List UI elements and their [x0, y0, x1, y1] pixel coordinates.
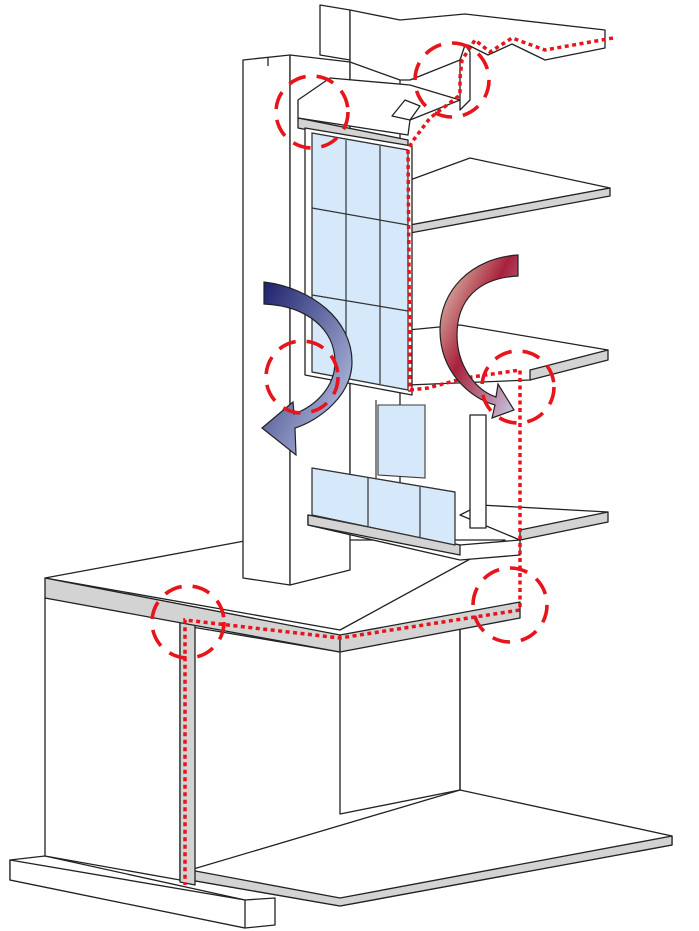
terrace-slab [44, 539, 521, 653]
glazing-panel [311, 132, 409, 391]
highlight-ring-terrace-wall [471, 566, 549, 644]
ground-level [9, 597, 673, 929]
airflow-arrow-warm [439, 254, 519, 419]
highlight-ring-parapet [274, 74, 350, 150]
highlight-ring-slab-edge [480, 349, 556, 425]
airflow-arrow-cold [261, 281, 353, 457]
ground-rear-wall [339, 627, 461, 815]
highlight-ring-wall-junction [150, 584, 226, 660]
highlight-ring-roof-step [413, 41, 491, 119]
balcony-balustrade [307, 467, 521, 561]
highlight-ring-window-head [264, 339, 340, 415]
ground-left-wall [44, 597, 181, 881]
curtain-wall [304, 127, 413, 396]
thermal-line-facade [183, 149, 522, 885]
airflow-arrows [261, 254, 519, 457]
thermal-envelope-line [183, 36, 614, 885]
highlight-markers [150, 41, 556, 660]
thermal-line-roof [406, 36, 614, 151]
